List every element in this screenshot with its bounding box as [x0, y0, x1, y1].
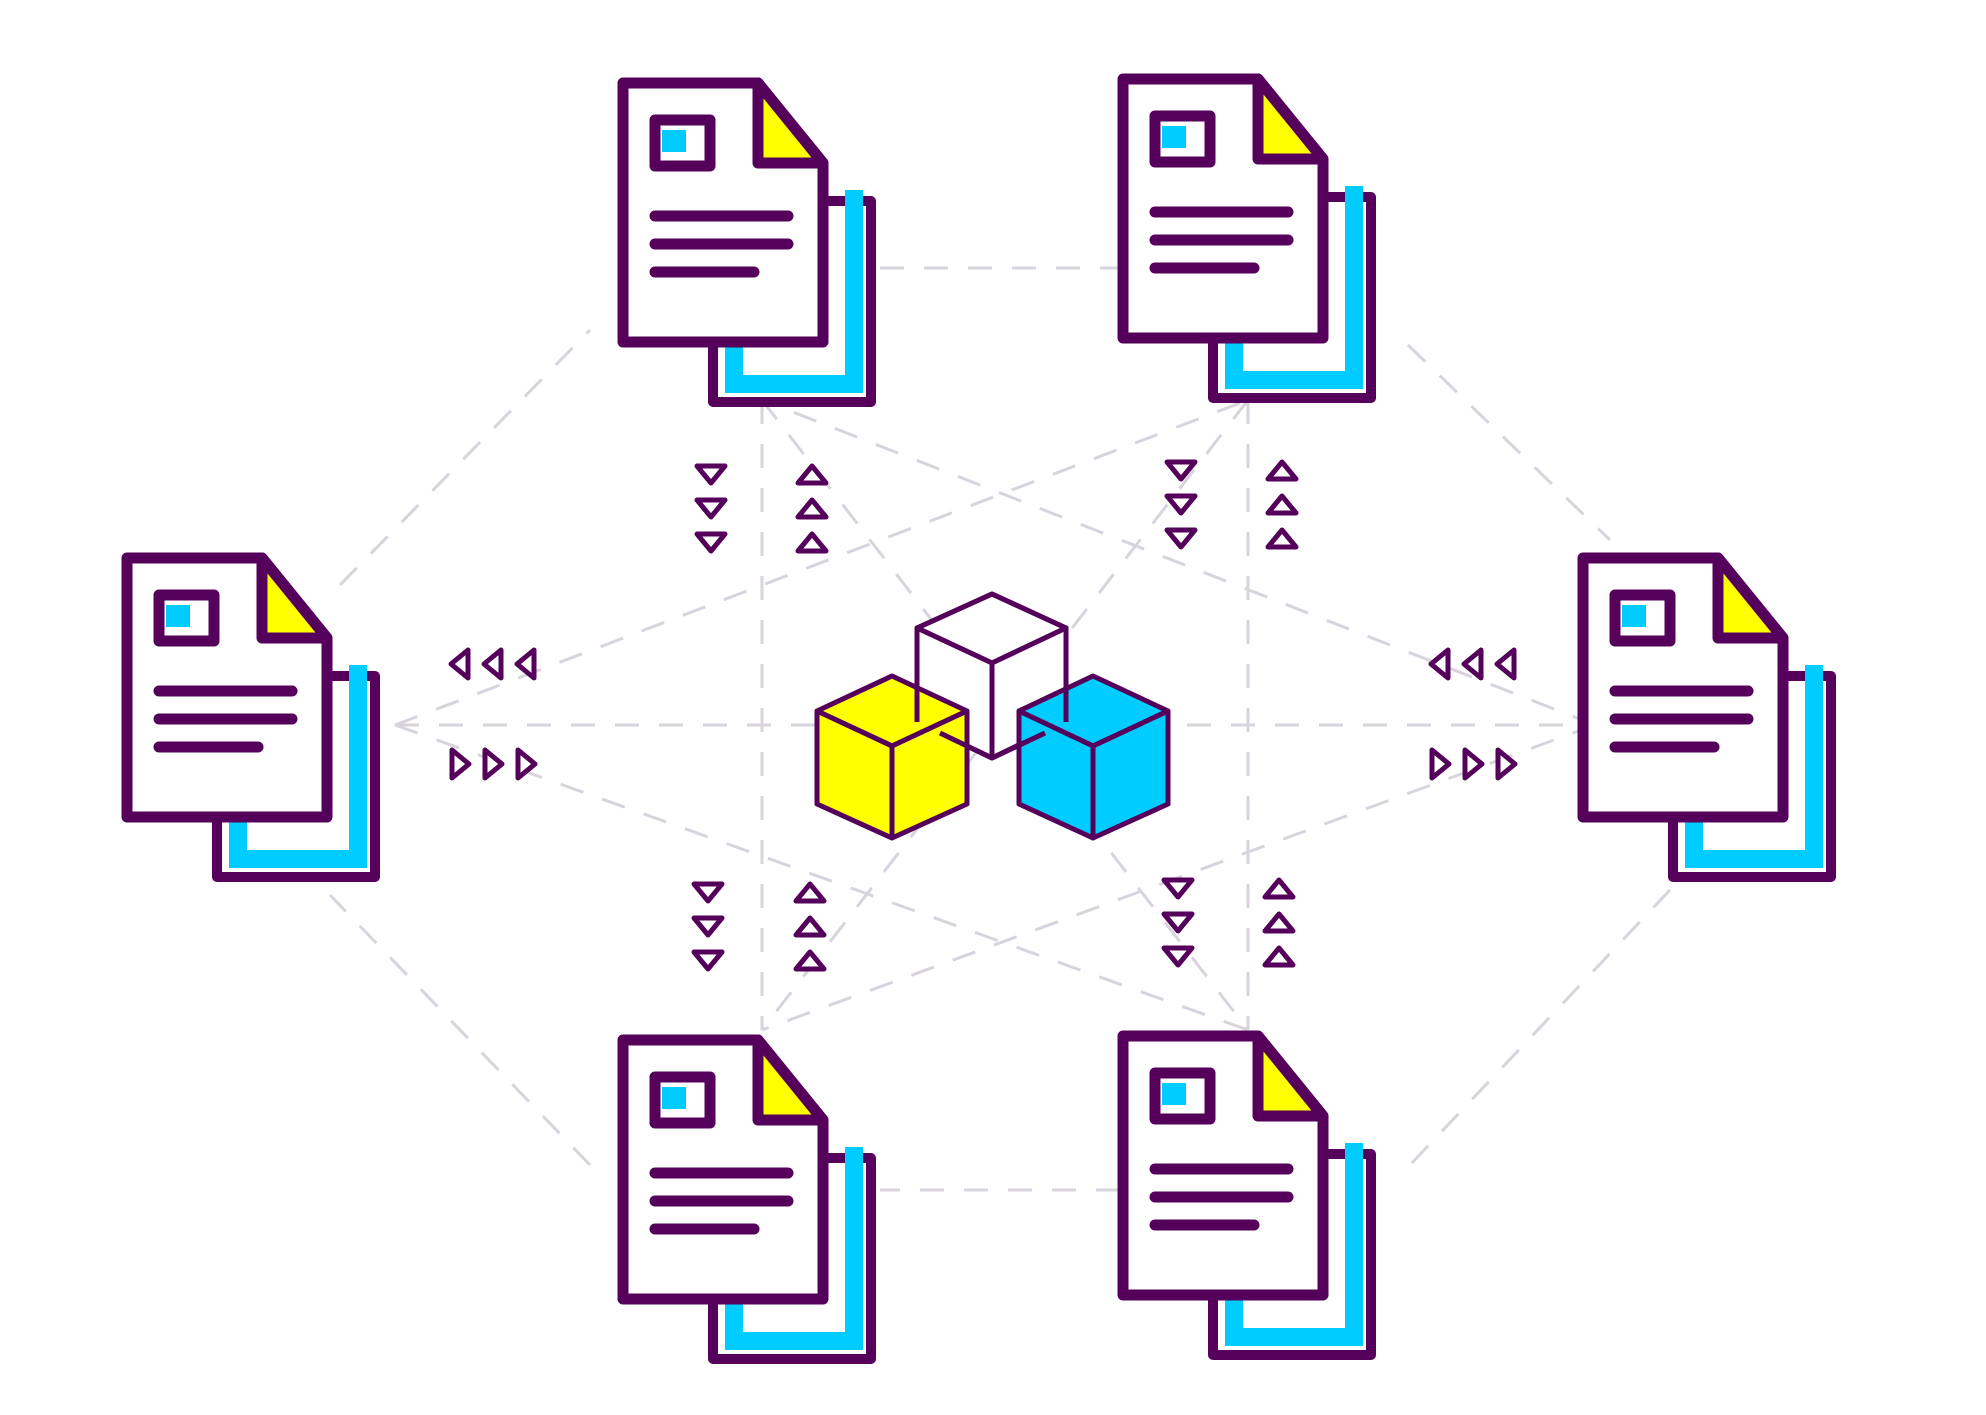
arrows-bottom-right-up	[1265, 880, 1293, 965]
triangle-down-icon	[1167, 530, 1195, 547]
triangle-left-icon	[451, 650, 468, 678]
arrows-left-in	[451, 650, 534, 678]
triangle-down-icon	[694, 918, 722, 935]
documents-icon	[623, 1040, 871, 1359]
triangle-down-icon	[694, 884, 722, 901]
triangle-down-icon	[1167, 496, 1195, 513]
documents-icon	[1583, 558, 1831, 877]
triangle-left-icon	[1431, 650, 1448, 678]
triangle-right-icon	[1498, 750, 1515, 778]
documents-icon	[623, 83, 871, 402]
triangle-up-icon	[796, 952, 824, 969]
triangle-down-icon	[697, 500, 725, 517]
triangle-up-icon	[1268, 496, 1296, 513]
arrows-bottom-left-down	[694, 884, 722, 969]
arrows-right-out	[1432, 750, 1515, 778]
arrows-top-left-up	[798, 466, 826, 551]
triangle-up-icon	[1268, 462, 1296, 479]
arrows-bottom-left-up	[796, 884, 824, 969]
blocks-icon	[814, 591, 1171, 841]
triangle-up-icon	[1265, 948, 1293, 965]
triangle-right-icon	[1465, 750, 1482, 778]
arrows-top-right-up	[1268, 462, 1296, 547]
triangle-down-icon	[697, 534, 725, 551]
triangle-down-icon	[1164, 948, 1192, 965]
document-node-bottom-right	[1123, 1036, 1371, 1355]
triangle-up-icon	[1265, 914, 1293, 931]
triangle-up-icon	[798, 466, 826, 483]
triangle-right-icon	[1432, 750, 1449, 778]
documents-icon	[1123, 79, 1371, 398]
arrows-left-out	[452, 750, 535, 778]
document-node-top-right	[1123, 79, 1371, 398]
arrows-top-left-down	[697, 466, 725, 551]
document-node-left	[127, 558, 375, 877]
triangle-up-icon	[798, 534, 826, 551]
triangle-down-icon	[694, 952, 722, 969]
documents-icon	[1123, 1036, 1371, 1355]
triangle-left-icon	[1497, 650, 1514, 678]
document-node-right	[1583, 558, 1831, 877]
triangle-up-icon	[796, 918, 824, 935]
triangle-down-icon	[697, 466, 725, 483]
triangle-left-icon	[484, 650, 501, 678]
document-node-bottom-left	[623, 1040, 871, 1359]
triangle-left-icon	[517, 650, 534, 678]
triangle-up-icon	[1265, 880, 1293, 897]
documents-icon	[127, 558, 375, 877]
triangle-down-icon	[1164, 880, 1192, 897]
arrows-bottom-right-down	[1164, 880, 1192, 965]
triangle-right-icon	[452, 750, 469, 778]
document-node-top-left	[623, 83, 871, 402]
triangle-right-icon	[485, 750, 502, 778]
cube-blue	[1016, 673, 1171, 841]
triangle-up-icon	[798, 500, 826, 517]
arrows-right-in	[1431, 650, 1514, 678]
triangle-up-icon	[1268, 530, 1296, 547]
triangle-up-icon	[796, 884, 824, 901]
cube-yellow	[814, 673, 970, 841]
